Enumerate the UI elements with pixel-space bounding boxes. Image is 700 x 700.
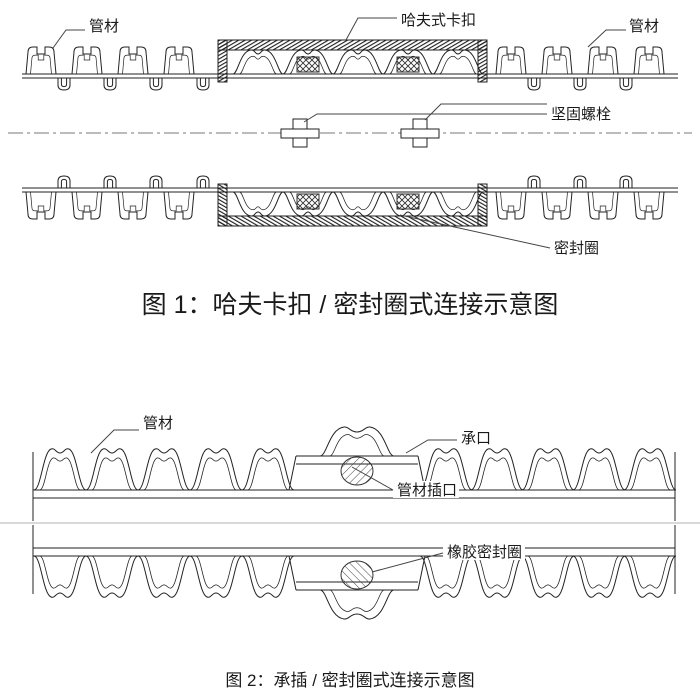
rubber-seal-section [340,456,374,486]
corrugated-pipe-profile-mirrored [33,525,676,619]
leader-line-pipe-left [52,29,85,49]
leader-line-rubber-seal [371,552,444,573]
label-backing [443,542,525,560]
leader-line-spigot [351,466,394,491]
label-clamp: 哈夫式卡扣 [401,12,476,29]
figure1-caption: 图 1：哈夫卡扣 / 密封圈式连接示意图 [142,291,559,319]
socket-joint [288,427,426,491]
hook-row [57,77,633,91]
label-pipe-right: 管材 [629,18,659,35]
label-socket: 承口 [461,430,491,447]
label-bolt: 坚固螺栓 [551,106,611,123]
bolt-left [280,118,320,148]
figure1-drawing: 管材 哈夫式卡扣 管材 坚固螺栓 密封圈 图 1：哈夫卡扣 / 密封圈式连接示意… [8,12,692,319]
leader-line-socket [405,439,457,454]
label-backing [393,481,459,498]
leader-line-bolt-left [303,113,547,123]
label-rubber-seal: 橡胶密封圈 [447,544,522,561]
pipe-wall-profile [22,39,678,91]
label-pipe: 管材 [143,415,173,432]
label-seal: 密封圈 [554,240,599,257]
bolt-right [400,118,440,148]
figure2-drawing: 管材 承口 管材插口 橡胶密封圈 图 2：承插 / 密封圈式连接示意图 [0,415,700,690]
leader-line-pipe [90,429,139,454]
leader-line-pipe-right [587,29,626,48]
pipe-wall-profile-mirrored [22,176,678,226]
leader-line-bolt-right [424,103,547,121]
label-pipe-left: 管材 [89,18,119,35]
half-clamp [217,39,488,83]
label-spigot: 管材插口 [397,482,457,499]
leader-line-seal [399,214,551,249]
seal-ring-section [396,56,420,73]
corrugated-pipe-profile [32,427,676,521]
leader-line-clamp [345,17,397,41]
seal-ring-section [296,56,320,73]
rib-row [26,47,664,74]
figure2-caption: 图 2：承插 / 密封圈式连接示意图 [225,671,474,690]
